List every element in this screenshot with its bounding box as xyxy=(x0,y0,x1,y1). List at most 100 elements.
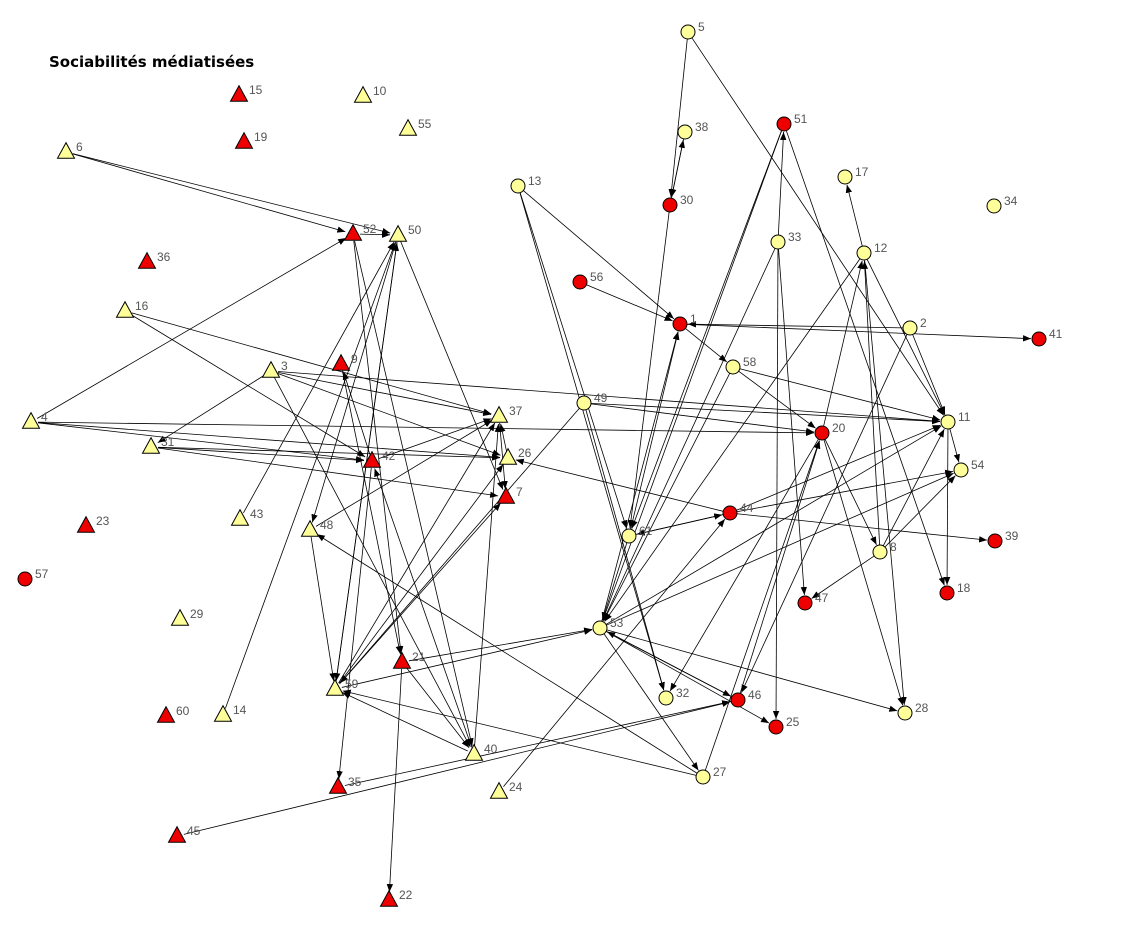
node-51[interactable]: 51 xyxy=(776,112,808,132)
node-42[interactable]: 42 xyxy=(362,449,396,468)
edge-53-27 xyxy=(603,633,699,771)
node-13[interactable]: 13 xyxy=(510,174,542,194)
node-label: 28 xyxy=(915,701,929,715)
node-57[interactable]: 57 xyxy=(17,567,49,587)
node-24[interactable]: 24 xyxy=(489,780,523,799)
node-label: 42 xyxy=(382,449,396,463)
node-14[interactable]: 14 xyxy=(213,703,247,722)
node-48[interactable]: 48 xyxy=(300,518,334,537)
node-4[interactable]: 4 xyxy=(21,410,49,429)
node-53[interactable]: 53 xyxy=(592,616,624,636)
node-55[interactable]: 55 xyxy=(398,117,432,136)
edge-9-21 xyxy=(342,370,402,655)
node-23[interactable]: 23 xyxy=(76,514,110,533)
node-triangle xyxy=(156,705,176,723)
node-5[interactable]: 5 xyxy=(680,20,705,40)
node-54[interactable]: 54 xyxy=(953,458,985,478)
node-40[interactable]: 40 xyxy=(464,742,498,761)
node-triangle xyxy=(170,608,190,626)
node-10[interactable]: 10 xyxy=(353,84,387,103)
node-27[interactable]: 27 xyxy=(695,765,727,785)
node-8[interactable]: 8 xyxy=(872,540,897,560)
node-triangle xyxy=(353,85,373,103)
node-32[interactable]: 32 xyxy=(658,686,690,706)
node-label: 31 xyxy=(161,435,175,449)
node-triangle xyxy=(76,515,96,533)
node-15[interactable]: 15 xyxy=(229,83,263,102)
node-label: 47 xyxy=(815,591,829,605)
node-9[interactable]: 9 xyxy=(331,352,359,371)
node-label: 14 xyxy=(233,703,247,717)
node-17[interactable]: 17 xyxy=(837,165,869,185)
node-29[interactable]: 29 xyxy=(170,607,204,626)
node-triangle xyxy=(362,450,382,468)
node-52[interactable]: 52 xyxy=(343,222,377,241)
node-56[interactable]: 56 xyxy=(572,270,604,290)
node-36[interactable]: 36 xyxy=(137,250,171,269)
node-label: 37 xyxy=(509,404,523,418)
edge-48-59 xyxy=(310,536,336,682)
node-label: 48 xyxy=(320,518,334,532)
edge-48-37 xyxy=(315,419,493,527)
node-35[interactable]: 35 xyxy=(328,775,362,794)
node-label: 22 xyxy=(399,888,413,902)
node-46[interactable]: 46 xyxy=(730,688,762,708)
node-label: 8 xyxy=(890,540,897,554)
node-43[interactable]: 43 xyxy=(230,507,264,526)
edge-3-26 xyxy=(277,373,501,456)
node-triangle xyxy=(325,678,345,696)
node-28[interactable]: 28 xyxy=(897,701,929,721)
node-50[interactable]: 50 xyxy=(388,223,422,242)
node-22[interactable]: 22 xyxy=(379,888,413,907)
node-61[interactable]: 61 xyxy=(621,524,653,544)
edge-51-61 xyxy=(631,130,782,529)
node-58[interactable]: 58 xyxy=(725,355,757,375)
node-6[interactable]: 6 xyxy=(56,140,84,159)
node-triangle xyxy=(398,118,418,136)
edge-33-51 xyxy=(777,131,787,236)
node-circle xyxy=(680,24,696,40)
node-31[interactable]: 31 xyxy=(141,435,175,454)
node-7[interactable]: 7 xyxy=(496,485,524,504)
node-20[interactable]: 20 xyxy=(814,421,846,441)
node-45[interactable]: 45 xyxy=(167,824,201,843)
node-59[interactable]: 59 xyxy=(325,677,359,696)
node-1[interactable]: 1 xyxy=(672,312,697,332)
node-19[interactable]: 19 xyxy=(234,130,268,149)
graph-title: Sociabilités médiatisées xyxy=(49,53,254,71)
node-33[interactable]: 33 xyxy=(770,230,802,250)
node-39[interactable]: 39 xyxy=(987,529,1019,549)
node-16[interactable]: 16 xyxy=(115,299,149,318)
node-34[interactable]: 34 xyxy=(986,194,1018,214)
node-2[interactable]: 2 xyxy=(902,316,927,336)
node-37[interactable]: 37 xyxy=(489,404,523,423)
node-30[interactable]: 30 xyxy=(662,193,694,213)
node-47[interactable]: 47 xyxy=(797,591,829,611)
node-triangle xyxy=(496,486,516,504)
node-21[interactable]: 21 xyxy=(392,650,426,669)
node-18[interactable]: 18 xyxy=(939,581,971,601)
edge-3-37 xyxy=(277,371,492,417)
edge-38-30 xyxy=(670,138,684,198)
node-label: 24 xyxy=(509,780,523,794)
edge-3-11 xyxy=(277,371,941,424)
node-41[interactable]: 41 xyxy=(1031,327,1063,347)
edge-3-31 xyxy=(157,374,266,444)
node-circle xyxy=(856,245,872,261)
node-triangle xyxy=(388,224,408,242)
node-49[interactable]: 49 xyxy=(576,391,608,411)
node-26[interactable]: 26 xyxy=(498,446,532,465)
node-triangle xyxy=(489,405,509,423)
edge-13-32 xyxy=(519,192,665,691)
node-11[interactable]: 11 xyxy=(940,410,971,430)
node-60[interactable]: 60 xyxy=(156,704,190,723)
node-label: 54 xyxy=(971,458,985,472)
node-38[interactable]: 38 xyxy=(677,120,709,140)
node-25[interactable]: 25 xyxy=(768,715,800,735)
node-44[interactable]: 44 xyxy=(722,501,754,521)
node-label: 6 xyxy=(76,140,83,154)
edge-5-11 xyxy=(691,37,944,416)
edge-4-52 xyxy=(36,237,347,419)
node-12[interactable]: 12 xyxy=(856,241,888,261)
node-3[interactable]: 3 xyxy=(261,359,289,378)
